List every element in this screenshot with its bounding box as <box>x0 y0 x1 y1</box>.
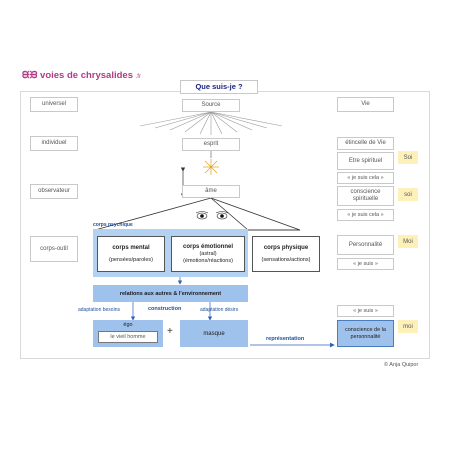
etre-spirituel-box: Etre spirituel <box>337 152 394 170</box>
adaptation-desirs-label: adaptation désirs <box>200 307 239 313</box>
corps-emotionnel-card: corps émotionnel (astral) (émotions/réac… <box>171 236 245 272</box>
tag-soi-1: Soi <box>398 151 418 164</box>
corps-mental-sub: (pensées/paroles) <box>108 256 154 263</box>
corps-mental-title: corps mental <box>112 244 150 251</box>
tag-soi-2: soi <box>398 188 418 201</box>
relations-bar: relations aux autres & l'environnement <box>93 285 248 302</box>
representation-label: représentation <box>266 336 305 342</box>
corps-mental-card: corps mental (pensées/paroles) <box>97 236 165 272</box>
corps-emotionnel-title: corps émotionnel <box>182 243 233 250</box>
etincelle-box: étincelle de Vie <box>337 137 394 150</box>
spark-icon <box>203 159 219 175</box>
corps-emotionnel-astral: (astral) <box>199 251 217 257</box>
je-suis-box-2: « je suis » <box>337 305 394 317</box>
esprit-box: esprit <box>182 138 240 151</box>
tag-moi-2: moi <box>398 320 418 333</box>
brand-name: voies de chrysalides <box>40 70 133 81</box>
conscience-spirituelle-box: conscience spirituelle <box>337 186 394 206</box>
vie-box: Vie <box>337 97 394 112</box>
masque-block: masque <box>180 320 248 347</box>
tag-moi-1: Moi <box>398 235 418 248</box>
corps-physique-title: corps physique <box>263 244 309 251</box>
copyright: © Anja Quipor <box>384 362 419 368</box>
ame-box: âme <box>182 185 240 198</box>
eyes-icon <box>195 211 229 220</box>
source-rays <box>139 111 283 135</box>
diagram-frame <box>20 91 430 359</box>
adaptation-besoins-label: adaptation besoins <box>78 307 120 313</box>
brand-logo[interactable]: ᙙᙖ voies de chrysalides .fr <box>22 70 182 86</box>
je-suis-box-1: « je suis » <box>337 258 394 270</box>
ego-label: égo <box>123 322 133 328</box>
corps-psychique-label: corps psychique <box>93 222 133 228</box>
level-corps-outil: corps-outil <box>30 236 78 262</box>
plus-sign: + <box>167 326 173 337</box>
source-box: Source <box>182 99 240 112</box>
je-suis-cela-box-2: « je suis cela » <box>337 209 394 221</box>
corps-physique-card: corps physique (sensations/actions) <box>252 236 320 272</box>
vieil-homme-box: le vieil homme <box>98 331 158 343</box>
diagram-title: Que suis-je ? <box>180 80 258 94</box>
construction-label: construction <box>148 306 182 312</box>
level-universel: universel <box>30 97 78 112</box>
conscience-personnalite-box: conscience de la personnalité <box>337 320 394 347</box>
je-suis-cela-box-1: « je suis cela » <box>337 172 394 184</box>
level-observateur: observateur <box>30 184 78 199</box>
corps-physique-sub: (sensations/actions) <box>261 256 311 263</box>
butterfly-icon: ᙙᙖ <box>22 70 38 81</box>
brand-suffix: .fr <box>135 74 141 80</box>
level-individuel: individuel <box>30 136 78 151</box>
personnalite-box: Personnalité <box>337 235 394 255</box>
corps-emotionnel-sub: (émotions/réactions) <box>183 257 233 264</box>
